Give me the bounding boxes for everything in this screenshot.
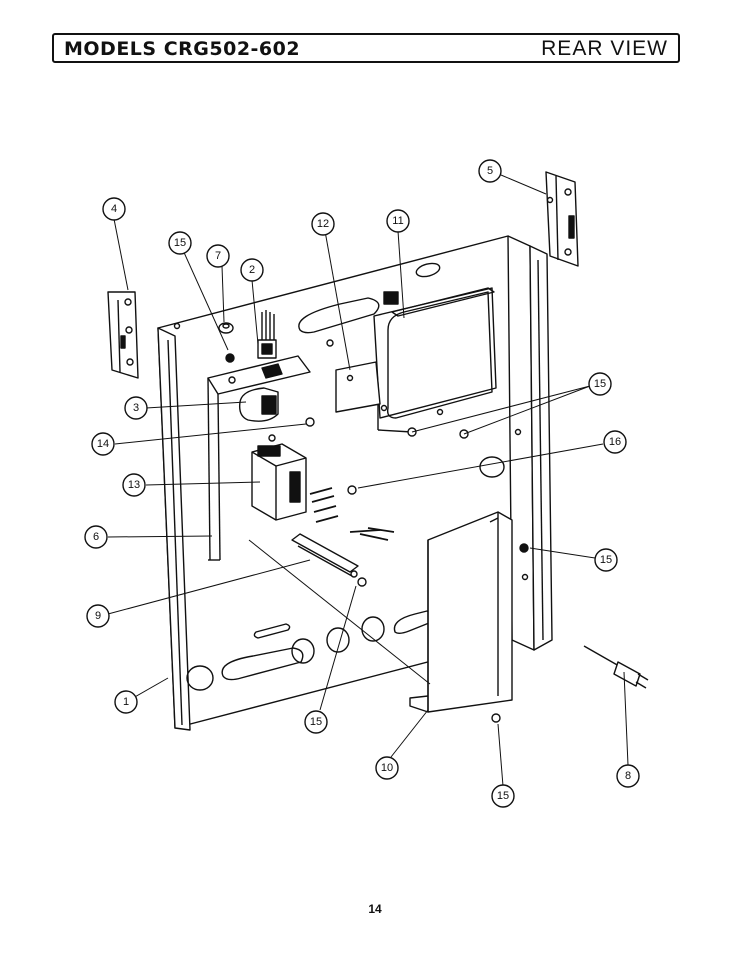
callout-3-label: 3 [133, 402, 139, 414]
access-cover [409, 511, 513, 713]
callout-8-label: 8 [625, 770, 631, 782]
power-cord [583, 645, 649, 689]
callout-15d-label: 15 [310, 716, 322, 728]
mounting-bracket [335, 361, 381, 413]
grommet [218, 322, 234, 334]
hinge-left [107, 291, 139, 379]
callout-13-circle [122, 473, 146, 497]
wire-connectors [309, 487, 395, 541]
callout-14-circle [91, 432, 115, 456]
callout-10-label: 10 [381, 762, 393, 774]
control-module [251, 434, 307, 521]
callout-16-circle [603, 430, 627, 454]
callout-15e-circle [491, 784, 515, 808]
relay-switch [238, 387, 279, 422]
callout-1-label: 1 [123, 696, 129, 708]
view-title: REAR VIEW [541, 37, 668, 60]
callout-7-label: 7 [215, 250, 221, 262]
callout-5-circle [478, 159, 502, 183]
hinge-right [545, 171, 579, 267]
callout-6-circle [84, 525, 108, 549]
callout-2-label: 2 [249, 264, 255, 276]
callout-4-circle [102, 197, 126, 221]
callout-13-label: 13 [128, 479, 140, 491]
model-title: MODELS CRG502-602 [64, 38, 301, 60]
callout-15-label: 15 [174, 237, 186, 249]
callout-12-circle [311, 212, 335, 236]
callout-14-label: 14 [97, 438, 109, 450]
callout-15-circle [168, 231, 192, 255]
terminal-block [257, 310, 277, 359]
page-number: 14 [368, 902, 382, 916]
callout-12-label: 12 [317, 218, 329, 230]
callout-1-circle [114, 690, 138, 714]
callout-3-circle [124, 396, 148, 420]
callout-7-circle [206, 244, 230, 268]
callout-15e-label: 15 [497, 790, 509, 802]
callout-2-circle [240, 258, 264, 282]
callout-11-label: 11 [392, 215, 403, 227]
callout-9-label: 9 [95, 610, 101, 622]
callout-6-label: 6 [93, 531, 99, 543]
callout-15d-circle [304, 710, 328, 734]
callout-4-label: 4 [111, 203, 117, 215]
callout-5-label: 5 [487, 165, 493, 177]
callout-9-circle [86, 604, 110, 628]
terminal-strip [291, 533, 359, 578]
control-bracket [207, 355, 311, 561]
callout-11-circle [386, 209, 410, 233]
callout-16-label: 16 [609, 436, 621, 448]
callout-15c-circle [594, 548, 618, 572]
callout-10-circle [375, 756, 399, 780]
callout-15b-label: 15 [594, 378, 606, 390]
callout-15b-circle [588, 372, 612, 396]
header-bar: MODELS CRG502-602 REAR VIEW [52, 33, 680, 63]
leader-lines [107, 174, 629, 787]
callout-8-circle [616, 764, 640, 788]
callout-15c-label: 15 [600, 554, 612, 566]
screws [225, 353, 529, 723]
